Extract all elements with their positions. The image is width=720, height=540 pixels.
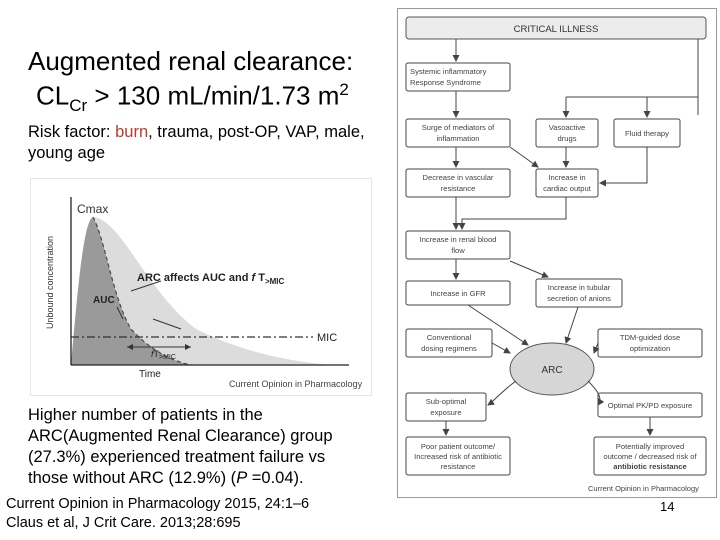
ft-label-f: f (151, 349, 155, 359)
arrow-gfr-tubular (509, 260, 549, 278)
flowchart-source: Current Opinion in Pharmacology (588, 484, 699, 493)
arrow-surge-cardiac (509, 146, 539, 168)
arrow-gfr-arc (467, 304, 529, 346)
finding-end: =0.04). (247, 469, 304, 487)
surge-label-1: Surge of mediators of (422, 123, 495, 132)
vascular-label-2: resistance (441, 184, 476, 193)
header-box (405, 16, 707, 40)
arrow-arc-suboptimal (487, 380, 517, 406)
mic-label: MIC (317, 332, 337, 344)
unit-superscript: 2 (339, 80, 349, 99)
vasoactive-label-1: Vasoactive (549, 123, 586, 132)
poor-label-2: Increased risk of antibiotic (414, 452, 502, 461)
improved-label-2: outcome / decreased risk of (603, 452, 697, 461)
vasoactive-label-2: drugs (558, 134, 577, 143)
sirs-label-1: Systemic inflammatory (410, 67, 487, 76)
risk-highlight: burn (115, 123, 149, 141)
arc-annotation-t: T (255, 272, 265, 284)
arrow-conventional-arc (491, 342, 511, 354)
reference-2: Claus et al, J Crit Care. 2013;28:695 (6, 515, 241, 531)
y-axis-label: Unbound concentration (45, 236, 55, 329)
fluid-label: Fluid therapy (625, 129, 669, 138)
cl-text: CL (36, 80, 70, 111)
sirs-box (405, 62, 511, 92)
improved-outcome-box (593, 436, 707, 476)
arrow-tdm-arc (592, 342, 600, 354)
auc-label: AUC (93, 295, 115, 306)
cmax-label: Cmax (77, 202, 108, 216)
threshold-text: > 130 mL/min/1.73 m (87, 80, 340, 111)
finding-text: Higher number of patients in the ARC(Aug… (28, 405, 368, 489)
annotation-arrow-2 (152, 318, 182, 330)
arrow-fluid-cardiac (599, 147, 648, 187)
risk-rest: , trauma, post-OP, VAP, male, young age (28, 123, 365, 162)
auc-arrow (116, 306, 124, 320)
poor-label-3: resistance (441, 462, 476, 471)
ft-label: fT>MIC (151, 349, 176, 361)
conventional-label-2: dosing regimens (421, 344, 477, 353)
pk-graph-svg: Cmax Unbound concentration ARC affects A… (45, 197, 363, 389)
tubular-label-1: Increase in tubular (548, 283, 611, 292)
cl-subscript: Cr (69, 95, 88, 115)
risk-factor-text: Risk factor: burn, trauma, post-OP, VAP,… (28, 122, 368, 164)
vascular-box (405, 168, 511, 198)
poor-outcome-box (405, 436, 511, 476)
annotation-arrow (130, 280, 162, 292)
vascular-label-1: Decrease in vascular (423, 173, 494, 182)
gfr-label: Increase in GFR (430, 289, 486, 298)
surge-label-2: inflammation (436, 134, 479, 143)
arc-annotation: ARC affects AUC and f T>MIC (137, 272, 285, 286)
finding-main: Higher number of patients in the ARC(Aug… (28, 406, 333, 487)
flowchart-svg: CRITICAL ILLNESS Systemic inflammatory R… (405, 16, 707, 493)
suboptimal-label-2: exposure (430, 408, 461, 417)
gfr-box (405, 280, 511, 306)
optimal-label: Optimal PK/PD exposure (608, 401, 692, 410)
renal-label-1: Increase in renal blood (420, 235, 497, 244)
arc-annotation-sub: >MIC (265, 277, 285, 286)
slide-title-line1: Augmented renal clearance: (28, 46, 354, 76)
cardiac-label-2: cardiac output (543, 184, 592, 193)
improved-label-1: Potentially improved (616, 442, 684, 451)
sirs-label-2: Response Syndrome (410, 78, 481, 87)
arc-curve (71, 217, 191, 365)
header-label: CRITICAL ILLNESS (514, 24, 599, 35)
conventional-label-1: Conventional (427, 333, 472, 342)
arc-label: ARC (541, 365, 562, 376)
x-axis-label: Time (139, 369, 161, 380)
arc-flowchart: CRITICAL ILLNESS Systemic inflammatory R… (397, 8, 717, 498)
ft-label-sub: >MIC (159, 354, 176, 361)
slide-title-line2: CLCr > 130 mL/min/1.73 m2 (36, 80, 349, 116)
arrow-arc-optimal (587, 380, 605, 406)
graph-source: Current Opinion in Pharmacology (229, 379, 363, 389)
arc-annotation-text: ARC affects AUC and (137, 272, 252, 284)
poor-label-1: Poor patient outcome/ (421, 442, 496, 451)
tubular-box (535, 278, 623, 308)
tubular-label-2: secretion of anions (547, 294, 611, 303)
arc-annotation-f: f (252, 272, 257, 284)
arrow-cardiac-renal (458, 197, 567, 230)
reference-1: Current Opinion in Pharmacology 2015, 24… (6, 496, 310, 512)
renal-label-2: flow (451, 246, 465, 255)
normal-curve (71, 217, 331, 365)
vasoactive-box (535, 118, 599, 148)
renal-box (405, 230, 511, 260)
tdm-label-2: optimization (630, 344, 671, 353)
risk-prefix: Risk factor: (28, 123, 116, 141)
finding-p: P (236, 469, 248, 487)
cardiac-label-1: Increase in (548, 173, 585, 182)
tdm-label-1: TDM-guided dose (620, 333, 680, 342)
references: Current Opinion in Pharmacology 2015, 24… (6, 495, 386, 533)
page-number: 14 (660, 499, 675, 514)
pk-graph: Cmax Unbound concentration ARC affects A… (30, 178, 372, 396)
cardiac-box (535, 168, 599, 198)
surge-box (405, 118, 511, 148)
arrow-tubular-arc (564, 306, 579, 344)
suboptimal-label-1: Sub-optimal (426, 397, 467, 406)
improved-label-3: antibiotic resistance (613, 462, 686, 471)
arc-ellipse (509, 342, 595, 396)
ft-label-t: T (154, 349, 160, 359)
